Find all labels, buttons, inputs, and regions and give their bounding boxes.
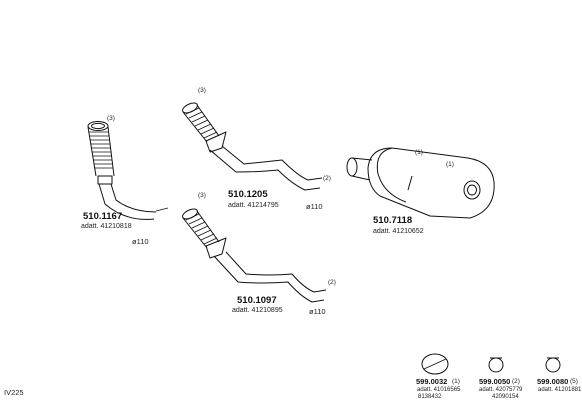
- clamp-599-0050-qty: (2): [512, 378, 520, 385]
- clamp-599-0032-code: 599.0032: [416, 377, 448, 386]
- muffler-510-7118-qty-a: (1): [415, 149, 423, 156]
- pipe-510-1205-diameter: ø110: [306, 202, 323, 211]
- pipe-510-1205-code: 510.1205: [228, 189, 268, 200]
- muffler-510-7118-code: 510.7118: [373, 215, 413, 226]
- muffler-510-7118-qty-b: (1): [446, 161, 454, 168]
- clamp-599-0032-ref-2: 8138432: [418, 394, 442, 400]
- clamp-599-0050-ref-1: adatt. 42075779: [479, 387, 523, 393]
- pipe-510-1167-adatt: adatt. 41210818: [81, 223, 132, 230]
- pipe-510-1167-code: 510.1167: [83, 211, 123, 222]
- clamp-599-0032-qty: (1): [452, 378, 460, 385]
- pipe-510-1205-drawing: [182, 102, 323, 191]
- pipe-510-1205-adatt: adatt. 41214795: [228, 202, 279, 209]
- pipe-510-1205-qty-top: (3): [198, 87, 206, 94]
- muffler-510-7118-adatt: adatt. 41210652: [373, 228, 424, 235]
- pipe-510-1097-qty-end: (2): [328, 279, 336, 286]
- pipe-510-1167-drawing: [87, 121, 169, 220]
- clamp-599-0050-drawing: [488, 357, 504, 373]
- pipe-510-1097-drawing: [182, 208, 327, 303]
- clamp-599-0080-drawing: [545, 357, 561, 373]
- pipe-510-1205-qty-end: (2): [323, 175, 331, 182]
- model-code: IV225: [4, 388, 24, 397]
- clamp-599-0050-ref-2: 42090154: [492, 394, 519, 400]
- clamp-599-0050-code: 599.0050: [479, 377, 511, 386]
- clamp-599-0080-qty: (5): [570, 378, 578, 385]
- pipe-510-1167-qty: (3): [107, 115, 115, 122]
- clamp-599-0080-code: 599.0080: [537, 377, 569, 386]
- pipe-510-1097-diameter: ø110: [309, 307, 326, 316]
- clamp-599-0032-ref-1: adatt. 41016565: [417, 387, 461, 393]
- pipe-510-1097-adatt: adatt. 41210895: [232, 307, 283, 314]
- muffler-510-7118-drawing: [346, 147, 495, 219]
- pipe-510-1097-qty-top: (3): [198, 192, 206, 199]
- clamp-599-0032-drawing: [421, 353, 449, 375]
- clamp-599-0080-ref-1: adatt. 41201881: [538, 387, 582, 393]
- pipe-510-1167-diameter: ø110: [132, 237, 149, 246]
- pipe-510-1097-code: 510.1097: [237, 295, 277, 306]
